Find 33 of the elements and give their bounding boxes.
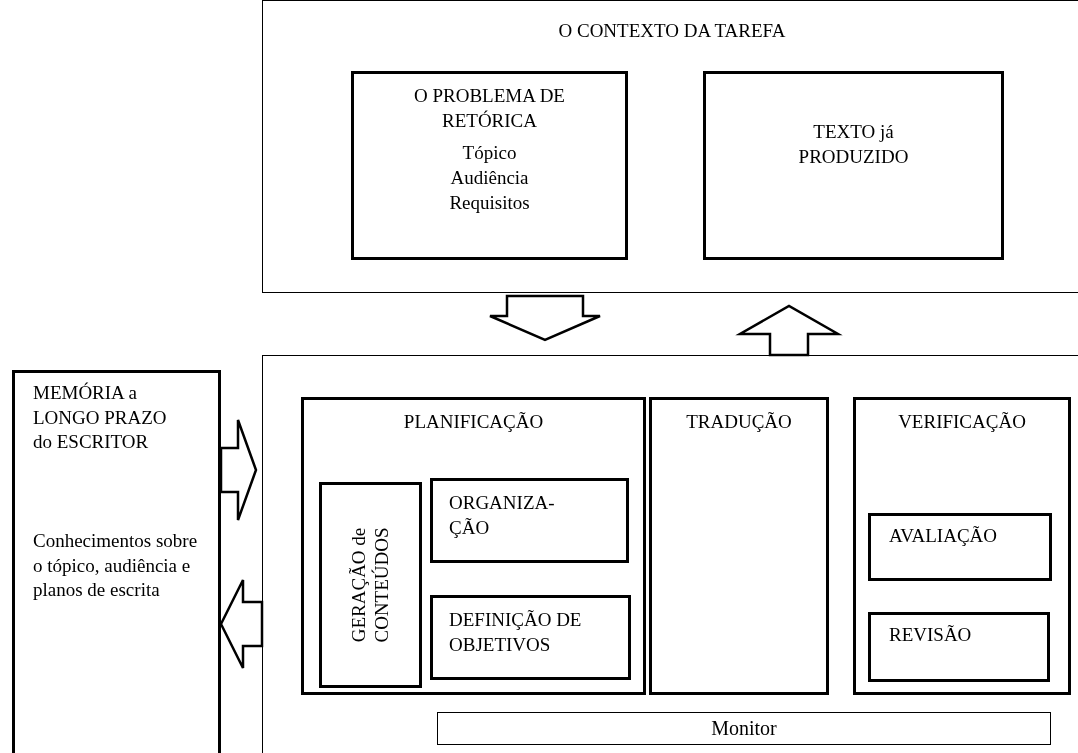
block-arrow xyxy=(219,418,258,522)
box-label: TRADUÇÃO xyxy=(686,410,792,434)
memory-box xyxy=(12,370,221,753)
box-label: ORGANIZA- ÇÃO xyxy=(449,491,556,540)
box-label: O CONTEXTO DA TAREFA xyxy=(558,19,786,43)
context-box xyxy=(262,0,1078,293)
process-box xyxy=(703,71,1004,260)
process-box xyxy=(853,397,1071,695)
box-label: O PROBLEMA DE RETÓRICA xyxy=(413,84,566,133)
box-text: Tópico Audiência Requisitos xyxy=(448,141,531,215)
process-box xyxy=(430,595,631,680)
box-label: MEMÓRIA a LONGO PRAZO do ESCRITOR xyxy=(33,381,168,455)
block-arrow xyxy=(219,578,264,670)
block-arrow xyxy=(735,304,843,357)
writing-process-box xyxy=(262,355,1078,753)
box-label: VERIFICAÇÃO xyxy=(898,410,1026,434)
process-box xyxy=(351,71,628,260)
block-arrow xyxy=(488,294,602,342)
process-box xyxy=(649,397,829,695)
box-label: AVALIAÇÃO xyxy=(889,524,998,548)
process-box xyxy=(301,397,646,695)
monitor-bar xyxy=(437,712,1051,745)
box-text: Conhecimentos sobre o tópico, audiência e planos de escrita xyxy=(33,529,199,603)
box-label: REVISÃO xyxy=(889,623,972,647)
process-box xyxy=(868,513,1052,581)
box-label: GERAÇÃO de CONTEÚDOS xyxy=(347,526,393,645)
process-box xyxy=(430,478,629,563)
box-label: Monitor xyxy=(711,716,777,741)
box-label: DEFINIÇÃO DE OBJETIVOS xyxy=(449,608,583,657)
process-box xyxy=(868,612,1050,682)
box-label: TEXTO já PRODUZIDO xyxy=(797,120,910,169)
process-box xyxy=(319,482,422,688)
box-label: PLANIFICAÇÃO xyxy=(403,410,544,434)
